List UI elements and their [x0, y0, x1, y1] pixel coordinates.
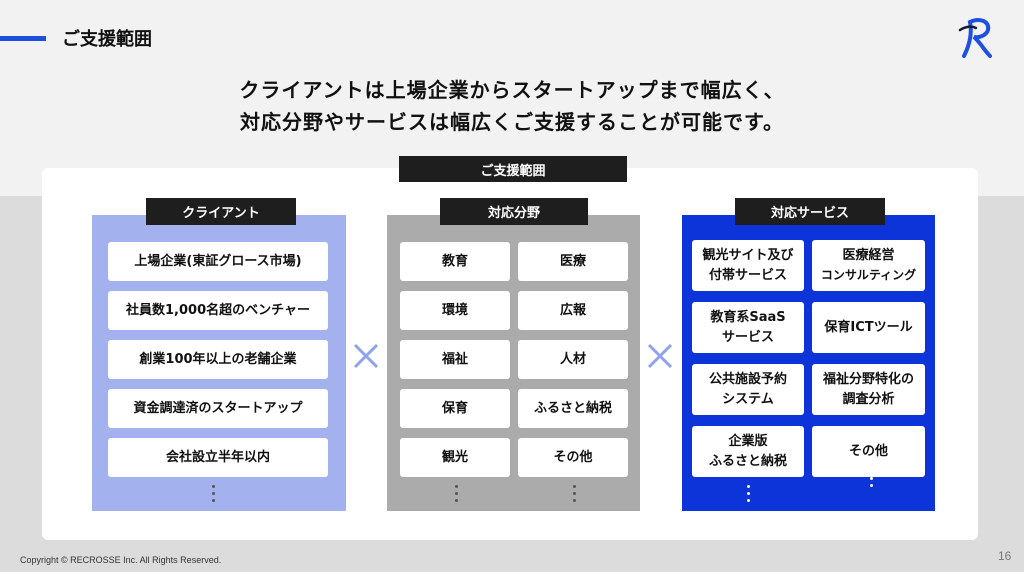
client-item: 社員数1,000名超のベンチャー [108, 291, 328, 330]
field-item: その他 [518, 438, 628, 477]
service-item: 観光サイト及び付帯サービス [692, 240, 804, 291]
client-item: 会社設立半年以内 [108, 438, 328, 477]
headline-line-1: クライアントは上場企業からスタートアップまで幅広く、 [239, 78, 785, 102]
field-item: 保育 [400, 389, 510, 428]
field-item: 人材 [518, 340, 628, 379]
service-item: 企業版ふるさと納税 [692, 426, 804, 477]
client-item: 資金調達済のスタートアップ [108, 389, 328, 428]
vertical-ellipsis-icon [455, 485, 459, 506]
page-title: ご支援範囲 [62, 29, 152, 50]
clients-panel-label: クライアント [146, 198, 296, 225]
fields-panel-label: 対応分野 [440, 198, 588, 225]
field-item: 教育 [400, 242, 510, 281]
field-item: 医療 [518, 242, 628, 281]
client-item: 創業100年以上の老舗企業 [108, 340, 328, 379]
copyright-text: Copyright © RECROSSE Inc. All Rights Res… [20, 555, 222, 565]
service-item: 公共施設予約システム [692, 364, 804, 415]
vertical-ellipsis-icon [747, 485, 751, 506]
service-item: 福祉分野特化の調査分析 [812, 364, 925, 415]
field-item: 環境 [400, 291, 510, 330]
service-item: その他 [812, 426, 925, 477]
headline-line-2: 対応分野やサービスは幅広くご支援することが可能です。 [240, 110, 784, 134]
vertical-ellipsis-icon [870, 477, 874, 491]
field-item: 観光 [400, 438, 510, 477]
client-item: 上場企業(東証グロース市場) [108, 242, 328, 281]
vertical-ellipsis-icon [573, 485, 577, 506]
recrosse-logo [958, 18, 992, 58]
title-accent-bar [0, 36, 46, 41]
service-item: 医療経営コンサルティング [812, 240, 925, 291]
vertical-ellipsis-icon [212, 485, 216, 506]
services-panel-label: 対応サービス [735, 198, 885, 225]
times-icon [647, 343, 673, 369]
field-item: 福祉 [400, 340, 510, 379]
times-icon [353, 343, 379, 369]
page-number: 16 [998, 549, 1012, 563]
field-item: 広報 [518, 291, 628, 330]
service-item: 保育ICTツール [812, 302, 925, 353]
field-item: ふるさと納税 [518, 389, 628, 428]
scope-label: ご支援範囲 [399, 156, 627, 182]
